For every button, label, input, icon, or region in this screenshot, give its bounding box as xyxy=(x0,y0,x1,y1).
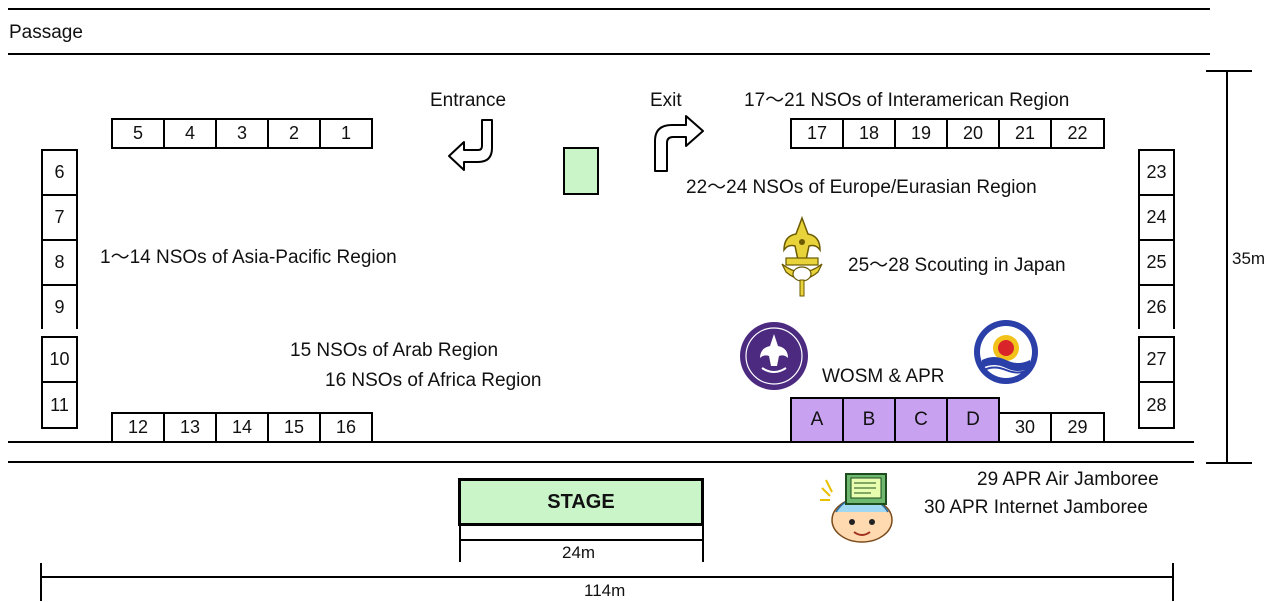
booth-20[interactable]: 20 xyxy=(946,118,998,149)
booth-13[interactable]: 13 xyxy=(163,412,215,443)
booth-29[interactable]: 29 xyxy=(1050,412,1105,443)
booth-5[interactable]: 5 xyxy=(111,118,163,149)
passage-bottom-line xyxy=(8,53,1210,55)
stage-width-label: 24m xyxy=(562,543,596,562)
height-dim-top-tick xyxy=(1206,70,1252,72)
jamboree-cartoon-icon xyxy=(820,473,893,543)
booth-7[interactable]: 7 xyxy=(41,194,78,239)
passage-label: Passage xyxy=(9,22,83,43)
scout-japan-emblem-icon xyxy=(781,216,823,297)
booth-12[interactable]: 12 xyxy=(111,412,163,443)
wosm-apr-label: WOSM & APR xyxy=(822,366,945,387)
booth-6[interactable]: 6 xyxy=(41,149,78,194)
passage-top-line xyxy=(8,8,1210,10)
booth-24[interactable]: 24 xyxy=(1138,194,1175,239)
booth-1[interactable]: 1 xyxy=(319,118,373,149)
wosm-emblem-icon xyxy=(740,322,808,390)
hall-bottom-line xyxy=(8,441,1194,443)
booth-b[interactable]: B xyxy=(842,397,894,443)
japan-label: 25～28 Scouting in Japan xyxy=(848,255,1066,276)
booth-c[interactable]: C xyxy=(894,397,946,443)
exit-label: Exit xyxy=(650,90,682,111)
arab-label: 15 NSOs of Arab Region xyxy=(290,340,499,361)
europe-label: 22～24 NSOs of Europe/Eurasian Region xyxy=(686,177,1037,198)
africa-label: 16 NSOs of Africa Region xyxy=(325,370,542,391)
height-label: 35m xyxy=(1232,249,1266,268)
booth-27[interactable]: 27 xyxy=(1138,336,1175,381)
exit-arrow-icon xyxy=(654,115,704,172)
entrance-label: Entrance xyxy=(430,90,507,111)
booth-4[interactable]: 4 xyxy=(163,118,215,149)
booth-2[interactable]: 2 xyxy=(267,118,319,149)
booth-3[interactable]: 3 xyxy=(215,118,267,149)
total-dim-left-tick xyxy=(40,563,42,601)
booth-22[interactable]: 22 xyxy=(1050,118,1105,149)
booth-10[interactable]: 10 xyxy=(41,336,78,381)
air-jamboree-label: 29 APR Air Jamboree xyxy=(977,469,1159,490)
booth-21[interactable]: 21 xyxy=(998,118,1050,149)
total-dim-right-tick xyxy=(1172,563,1174,601)
booth-16[interactable]: 16 xyxy=(319,412,373,443)
asia-pacific-label: 1～14 NSOs of Asia-Pacific Region xyxy=(100,247,397,268)
total-dim-line xyxy=(40,576,1173,578)
booth-28[interactable]: 28 xyxy=(1138,381,1175,429)
height-dim-line xyxy=(1226,70,1228,463)
booth-15[interactable]: 15 xyxy=(267,412,319,443)
booth-17[interactable]: 17 xyxy=(790,118,842,149)
stage-dim-line xyxy=(459,539,704,541)
height-dim-bottom-tick xyxy=(1206,462,1252,464)
stage-dim-right-tick xyxy=(702,526,704,562)
booth-11[interactable]: 11 xyxy=(41,381,78,429)
booth-23[interactable]: 23 xyxy=(1138,149,1175,194)
booth-30[interactable]: 30 xyxy=(998,412,1050,443)
stage-area-top-line xyxy=(8,461,1194,463)
stage: STAGE xyxy=(458,478,704,526)
center-green-box xyxy=(563,147,599,195)
booth-a[interactable]: A xyxy=(790,397,842,443)
booth-d[interactable]: D xyxy=(946,397,1000,443)
booth-25[interactable]: 25 xyxy=(1138,239,1175,284)
internet-jamboree-label: 30 APR Internet Jamboree xyxy=(924,497,1148,518)
total-width-label: 114m xyxy=(584,581,626,600)
apr-emblem-icon xyxy=(974,320,1038,384)
entrance-arrow-icon xyxy=(448,119,493,171)
booth-19[interactable]: 19 xyxy=(894,118,946,149)
interamerican-label: 17～21 NSOs of Interamerican Region xyxy=(744,90,1070,111)
booth-18[interactable]: 18 xyxy=(842,118,894,149)
stage-dim-left-tick xyxy=(459,526,461,562)
booth-14[interactable]: 14 xyxy=(215,412,267,443)
booth-9[interactable]: 9 xyxy=(41,284,78,329)
booth-8[interactable]: 8 xyxy=(41,239,78,284)
booth-26[interactable]: 26 xyxy=(1138,284,1175,329)
